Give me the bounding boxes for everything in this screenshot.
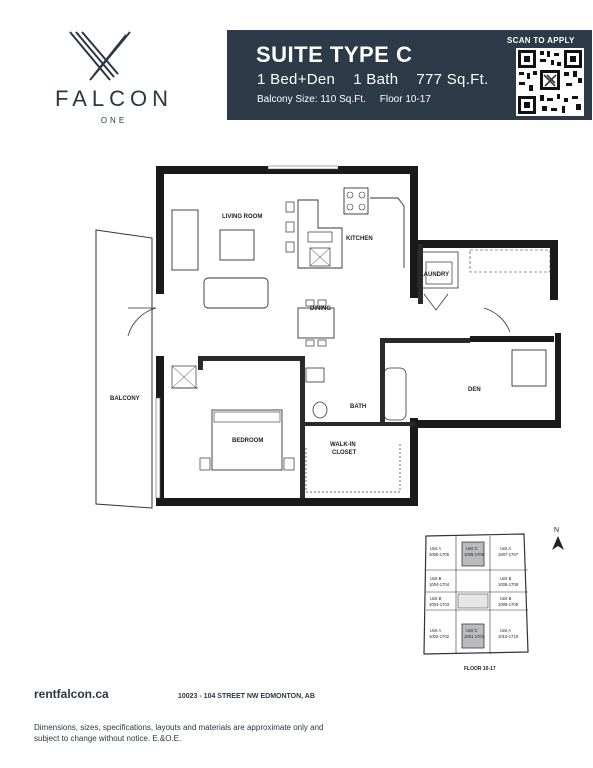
unit-range: 1005-1705 xyxy=(429,552,450,557)
suite-header-banner: SUITE TYPE C 1 Bed+Den 1 Bath 777 Sq.Ft. B… xyxy=(227,30,592,120)
room-label-kitchen: KITCHEN xyxy=(346,236,373,242)
unit-range: 1008-1708 xyxy=(498,582,519,587)
suite-specs: 1 Bed+Den 1 Bath 777 Sq.Ft. xyxy=(257,71,507,88)
unit-range: 1010-1710 xyxy=(498,634,519,639)
unit-label: Unit B xyxy=(430,576,442,581)
brand-subtitle: ONE xyxy=(100,116,128,125)
unit-label: Unit C xyxy=(466,546,478,551)
suite-details: Balcony Size: 110 Sq.Ft. Floor 10-17 xyxy=(257,94,445,105)
room-label-living: LIVING ROOM xyxy=(222,214,262,220)
qr-code-icon[interactable] xyxy=(516,48,584,116)
floor-range-label: Floor 10-17 xyxy=(379,94,431,105)
north-arrow-icon: N xyxy=(548,524,568,559)
beds-label: 1 Bed+Den xyxy=(257,71,336,88)
unit-label: Unit C xyxy=(466,628,478,633)
room-label-laundry: LAUNDRY xyxy=(420,272,449,278)
brand-name: FALCON xyxy=(54,86,174,111)
unit-label: Unit A xyxy=(430,546,441,551)
room-label-bath: BATH xyxy=(350,404,366,410)
unit-label: Unit B xyxy=(500,576,512,581)
room-label-balcony: BALCONY xyxy=(110,396,140,402)
north-label: N xyxy=(554,527,559,534)
key-plan: Unit A 1005-1705 Unit C 1006-1706 Unit A… xyxy=(416,532,534,681)
disclaimer-text: Dimensions, sizes, specifications, layou… xyxy=(34,723,324,743)
unit-range: 1007-1707 xyxy=(498,552,519,557)
room-label-dining: DINING xyxy=(310,306,331,312)
suite-title: SUITE TYPE C xyxy=(256,42,413,67)
key-plan-caption: FLOOR 10-17 xyxy=(464,666,496,672)
scan-to-apply-label: SCAN TO APPLY xyxy=(507,36,575,45)
unit-range: 1002-1702 xyxy=(429,634,450,639)
unit-range: 1009-1709 xyxy=(498,602,519,607)
room-label-bedroom: BEDROOM xyxy=(232,438,263,444)
room-label-closet: CLOSET xyxy=(332,450,357,456)
unit-label: Unit A xyxy=(500,546,511,551)
unit-label: Unit A xyxy=(430,628,441,633)
unit-range: 1001-1701 xyxy=(464,634,485,639)
website-link[interactable]: rentfalcon.ca xyxy=(34,687,109,701)
area-label: 777 Sq.Ft. xyxy=(416,71,489,88)
balcony-size-label: Balcony Size: 110 Sq.Ft. xyxy=(257,94,366,105)
floor-plan: LIVING ROOM KITCHEN LAUNDRY DINING DEN B… xyxy=(80,158,570,523)
unit-range: 1003-1703 xyxy=(429,602,450,607)
unit-range: 1006-1706 xyxy=(464,552,485,557)
building-address: 10023 - 104 STREET NW EDMONTON, AB xyxy=(178,693,315,700)
unit-range: 1004-1704 xyxy=(429,582,450,587)
falcon-logo-icon xyxy=(68,30,132,87)
unit-label: Unit B xyxy=(430,596,442,601)
room-label-walkin: WALK-IN xyxy=(330,442,356,448)
baths-label: 1 Bath xyxy=(353,71,399,88)
unit-label: Unit A xyxy=(500,628,511,633)
room-label-den: DEN xyxy=(468,387,481,393)
unit-label: Unit B xyxy=(500,596,512,601)
